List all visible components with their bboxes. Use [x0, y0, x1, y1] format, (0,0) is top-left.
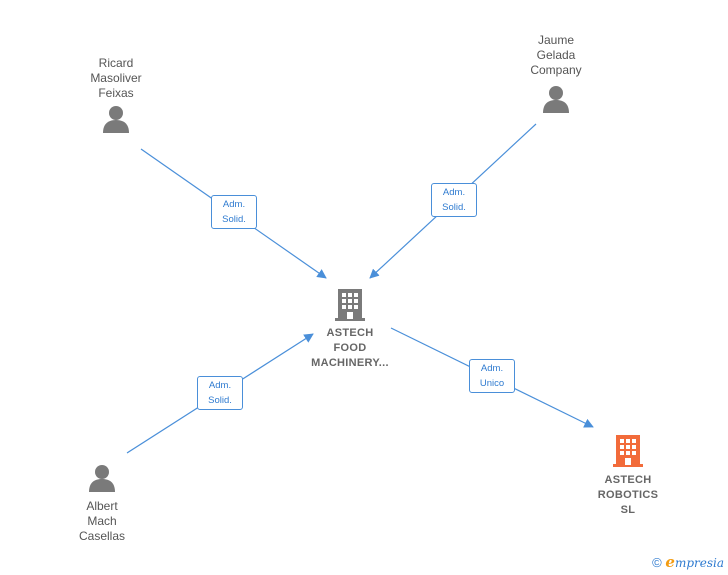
edge-label-line: Adm.	[480, 363, 504, 374]
edge-label-line: Solid.	[442, 202, 466, 213]
edge-label-line: Solid.	[208, 395, 232, 406]
edge-label-line: Adm.	[442, 187, 466, 198]
edge-label-ricard-role[interactable]: Adm. Solid.	[211, 195, 257, 229]
empresia-watermark: © empresia	[652, 553, 724, 571]
company-node-astech-robotics[interactable]: ASTECH ROBOTICS SL	[576, 433, 680, 518]
brand-logo: empresia	[665, 553, 724, 571]
company-name-astech-robotics: ASTECH ROBOTICS SL	[597, 474, 659, 516]
edge-label-albert-role[interactable]: Adm. Solid.	[197, 376, 243, 410]
edge-label-jaume-role[interactable]: Adm. Solid.	[431, 183, 477, 217]
person-name-ricard: Ricard Masoliver Feixas	[90, 56, 142, 100]
edge-label-line: Solid.	[222, 214, 246, 225]
company-node-astech-food[interactable]: ASTECH FOOD MACHINERY...	[300, 287, 400, 371]
copyright-icon: ©	[652, 555, 662, 570]
person-node-jaume[interactable]: Jaume Gelada Company	[511, 33, 601, 114]
person-name-jaume: Jaume Gelada Company	[530, 33, 582, 77]
person-icon	[543, 86, 569, 113]
edge-label-line: Adm.	[208, 380, 232, 391]
person-name-albert: Albert Mach Casellas	[78, 499, 126, 543]
building-icon	[335, 289, 365, 321]
person-icon	[89, 465, 115, 492]
edge-label-line: Unico	[479, 378, 505, 389]
person-icon	[103, 106, 129, 133]
building-icon	[613, 435, 643, 467]
edge-label-line: Adm.	[222, 199, 246, 210]
person-node-albert[interactable]: Albert Mach Casellas	[57, 463, 147, 544]
edge-label-robotics-role[interactable]: Adm. Unico	[469, 359, 515, 393]
person-node-ricard[interactable]: Ricard Masoliver Feixas	[71, 56, 161, 134]
company-name-astech-food: ASTECH FOOD MACHINERY...	[311, 327, 389, 369]
